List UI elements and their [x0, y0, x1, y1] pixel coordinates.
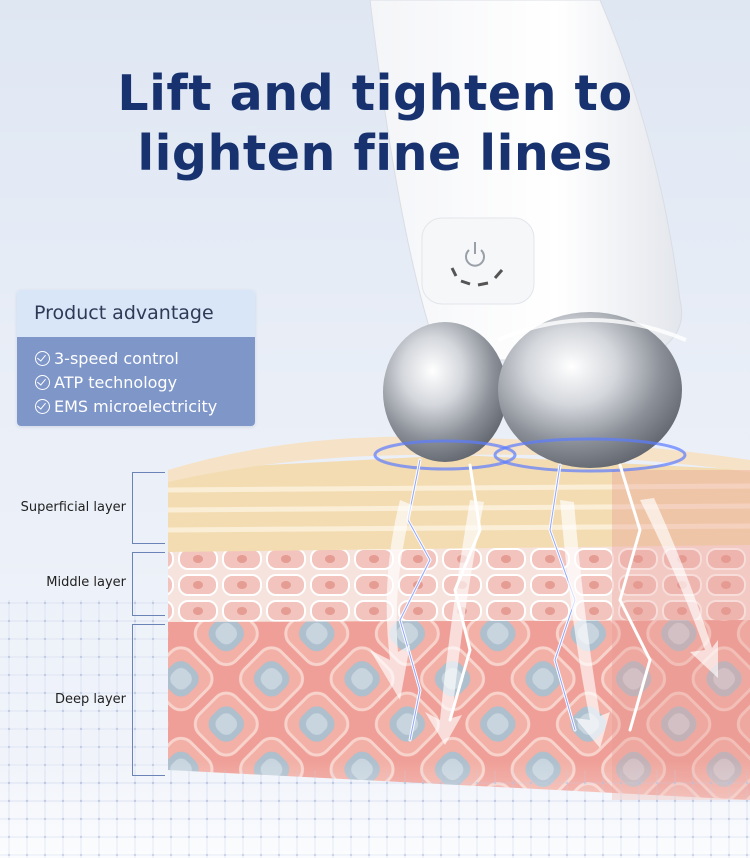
deep-layer-block	[168, 612, 750, 800]
roller-ball-left	[383, 322, 507, 462]
roller-ball-right	[498, 312, 682, 468]
button-plate	[421, 217, 535, 305]
advantage-item: 3-speed control	[17, 346, 255, 370]
check-circle-icon	[35, 350, 50, 366]
advantage-item: ATP technology	[17, 370, 255, 394]
product-advantage-title: Product advantage	[17, 290, 255, 337]
middle-layer-label: Middle layer	[46, 575, 126, 590]
headline-line-1: Lift and tighten to	[117, 65, 633, 122]
headline: Lift and tighten to lighten fine lines	[0, 64, 750, 184]
deep-layer-bracket	[132, 624, 165, 776]
advantage-item-label: EMS microelectricity	[54, 396, 218, 416]
power-icon[interactable]	[465, 242, 485, 267]
advantage-item-label: ATP technology	[54, 372, 178, 392]
speed-indicator	[450, 267, 504, 287]
superficial-layer-label: Superficial layer	[20, 500, 126, 515]
product-advantage-card: Product advantage 3-speed control ATP te…	[17, 290, 255, 426]
advantage-item-label: 3-speed control	[54, 348, 179, 368]
check-circle-icon	[35, 398, 50, 414]
headline-line-2: lighten fine lines	[137, 125, 613, 182]
flow-arrows	[370, 498, 718, 748]
middle-layer-bracket	[132, 552, 165, 616]
check-circle-icon	[35, 374, 50, 390]
superficial-layer-bracket	[132, 472, 165, 544]
advantage-item: EMS microelectricity	[17, 394, 255, 418]
deep-layer-label: Deep layer	[54, 692, 126, 707]
product-advantage-list: 3-speed control ATP technology EMS micro…	[17, 337, 255, 426]
